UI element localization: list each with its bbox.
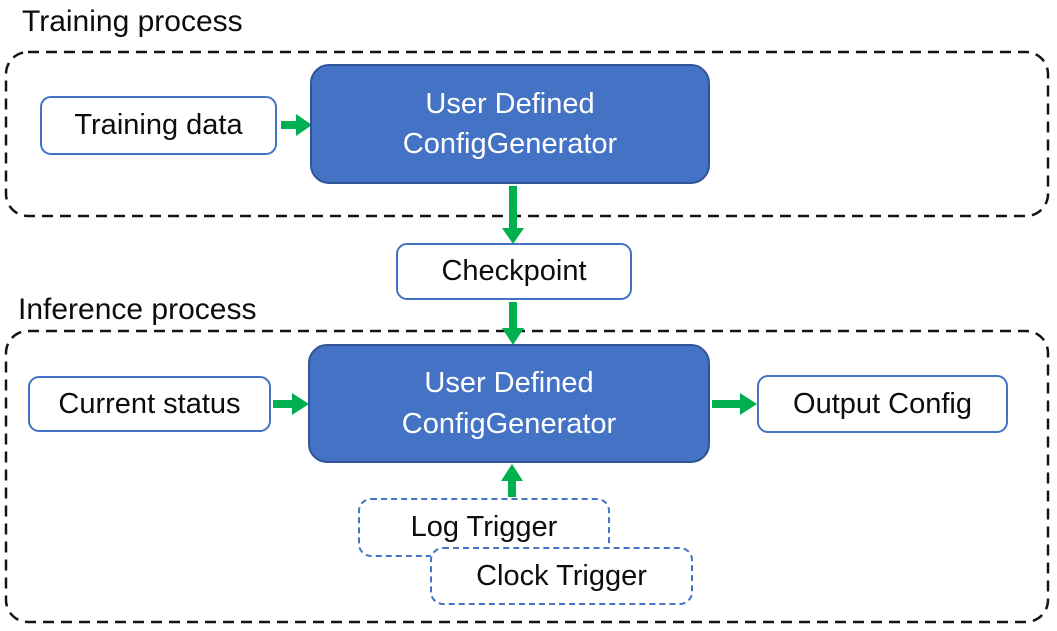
arrow-current-status-to-generator (273, 393, 309, 415)
arrow-log-trigger-to-generator (501, 464, 523, 497)
arrow-training-data-to-generator (281, 114, 312, 136)
inference-generator-label-line2: ConfigGenerator (401, 407, 617, 440)
output-config-box: Output Config (757, 375, 1008, 433)
training-process-title: Training process (22, 5, 243, 38)
inference-process-container (4, 329, 1050, 624)
current-status-box: Current status (28, 376, 271, 432)
checkpoint-box: Checkpoint (396, 243, 632, 300)
clock-trigger-box: Clock Trigger (430, 547, 693, 605)
training-data-box: Training data (40, 96, 277, 155)
inference-process-title: Inference process (18, 293, 257, 326)
arrow-checkpoint-to-inference-generator (502, 302, 524, 345)
training-generator-label-line2: ConfigGenerator (402, 128, 618, 160)
inference-generator-box: User Defined ConfigGenerator (308, 344, 710, 463)
training-generator-box: User Defined ConfigGenerator (310, 64, 710, 184)
training-generator-label-line1: User Defined (425, 87, 595, 120)
inference-generator-label-line1: User Defined (424, 367, 594, 400)
arrow-generator-to-output-config (712, 393, 757, 415)
arrow-generator-to-checkpoint (502, 186, 524, 244)
